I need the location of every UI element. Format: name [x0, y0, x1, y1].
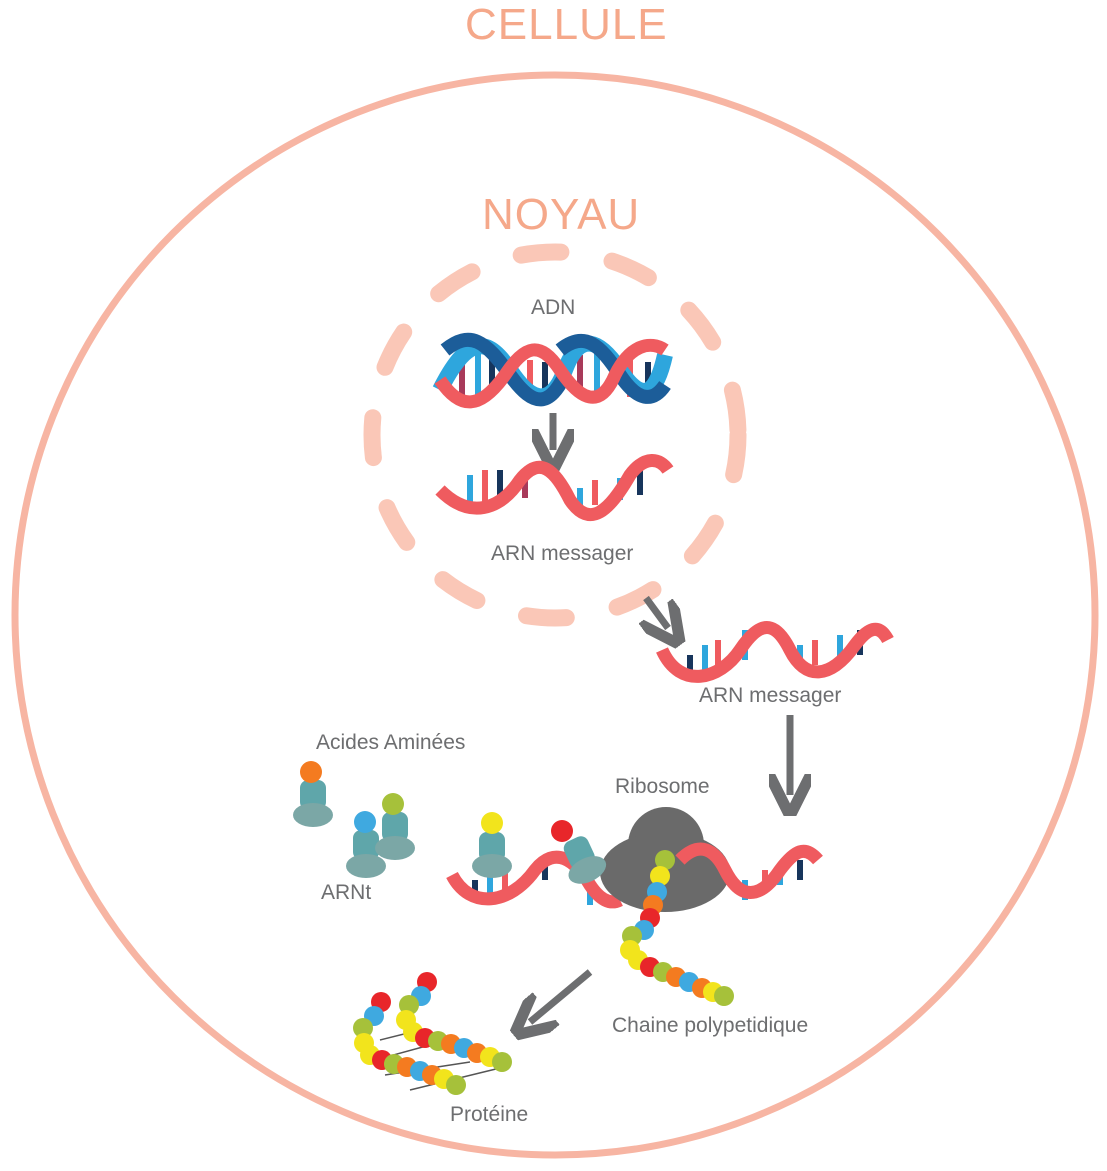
- amino-acid-bead: [650, 866, 670, 886]
- nucleus-membrane: [363, 243, 747, 627]
- label-dna: ADN: [531, 296, 576, 319]
- trna-green: [375, 793, 415, 860]
- label-mrna-cytoplasm: ARN messager: [699, 684, 842, 707]
- amino-acid-bead: [399, 995, 419, 1015]
- amino-acid-bead: [714, 986, 734, 1006]
- label-polypeptide: Chaine polypetidique: [612, 1014, 809, 1037]
- label-amino-acids: Acides Aminées: [316, 731, 466, 754]
- amino-acid-bead: [492, 1052, 512, 1072]
- protein: [353, 972, 512, 1095]
- label-mrna-nucleus: ARN messager: [491, 542, 634, 565]
- label-trna: ARNt: [321, 881, 372, 904]
- polypeptide-chain: [620, 850, 734, 1006]
- bound-trna-red: [563, 836, 607, 884]
- nucleus-title: NOYAU: [482, 190, 641, 239]
- amino-acid-bead: [353, 1018, 373, 1038]
- export-arrow: [646, 595, 668, 628]
- amino-acid-red: [551, 820, 573, 842]
- label-ribosome: Ribosome: [615, 775, 710, 798]
- amino-acid-bead: [655, 850, 675, 870]
- amino-acid-bead: [446, 1075, 466, 1095]
- folding-arrow: [530, 969, 593, 1022]
- bound-trna-yellow: [472, 812, 512, 878]
- trna-orange: [293, 761, 333, 827]
- free-trna-group: [293, 761, 415, 878]
- mrna-strand-cytoplasm: [656, 621, 894, 683]
- mrna-strand-nucleus: [435, 454, 674, 522]
- cell-title: CELLULE: [465, 0, 668, 49]
- cell-membrane: [11, 71, 1099, 1159]
- trna-blue: [346, 811, 386, 878]
- dna-helix: [432, 332, 673, 409]
- label-protein: Protéine: [450, 1103, 529, 1126]
